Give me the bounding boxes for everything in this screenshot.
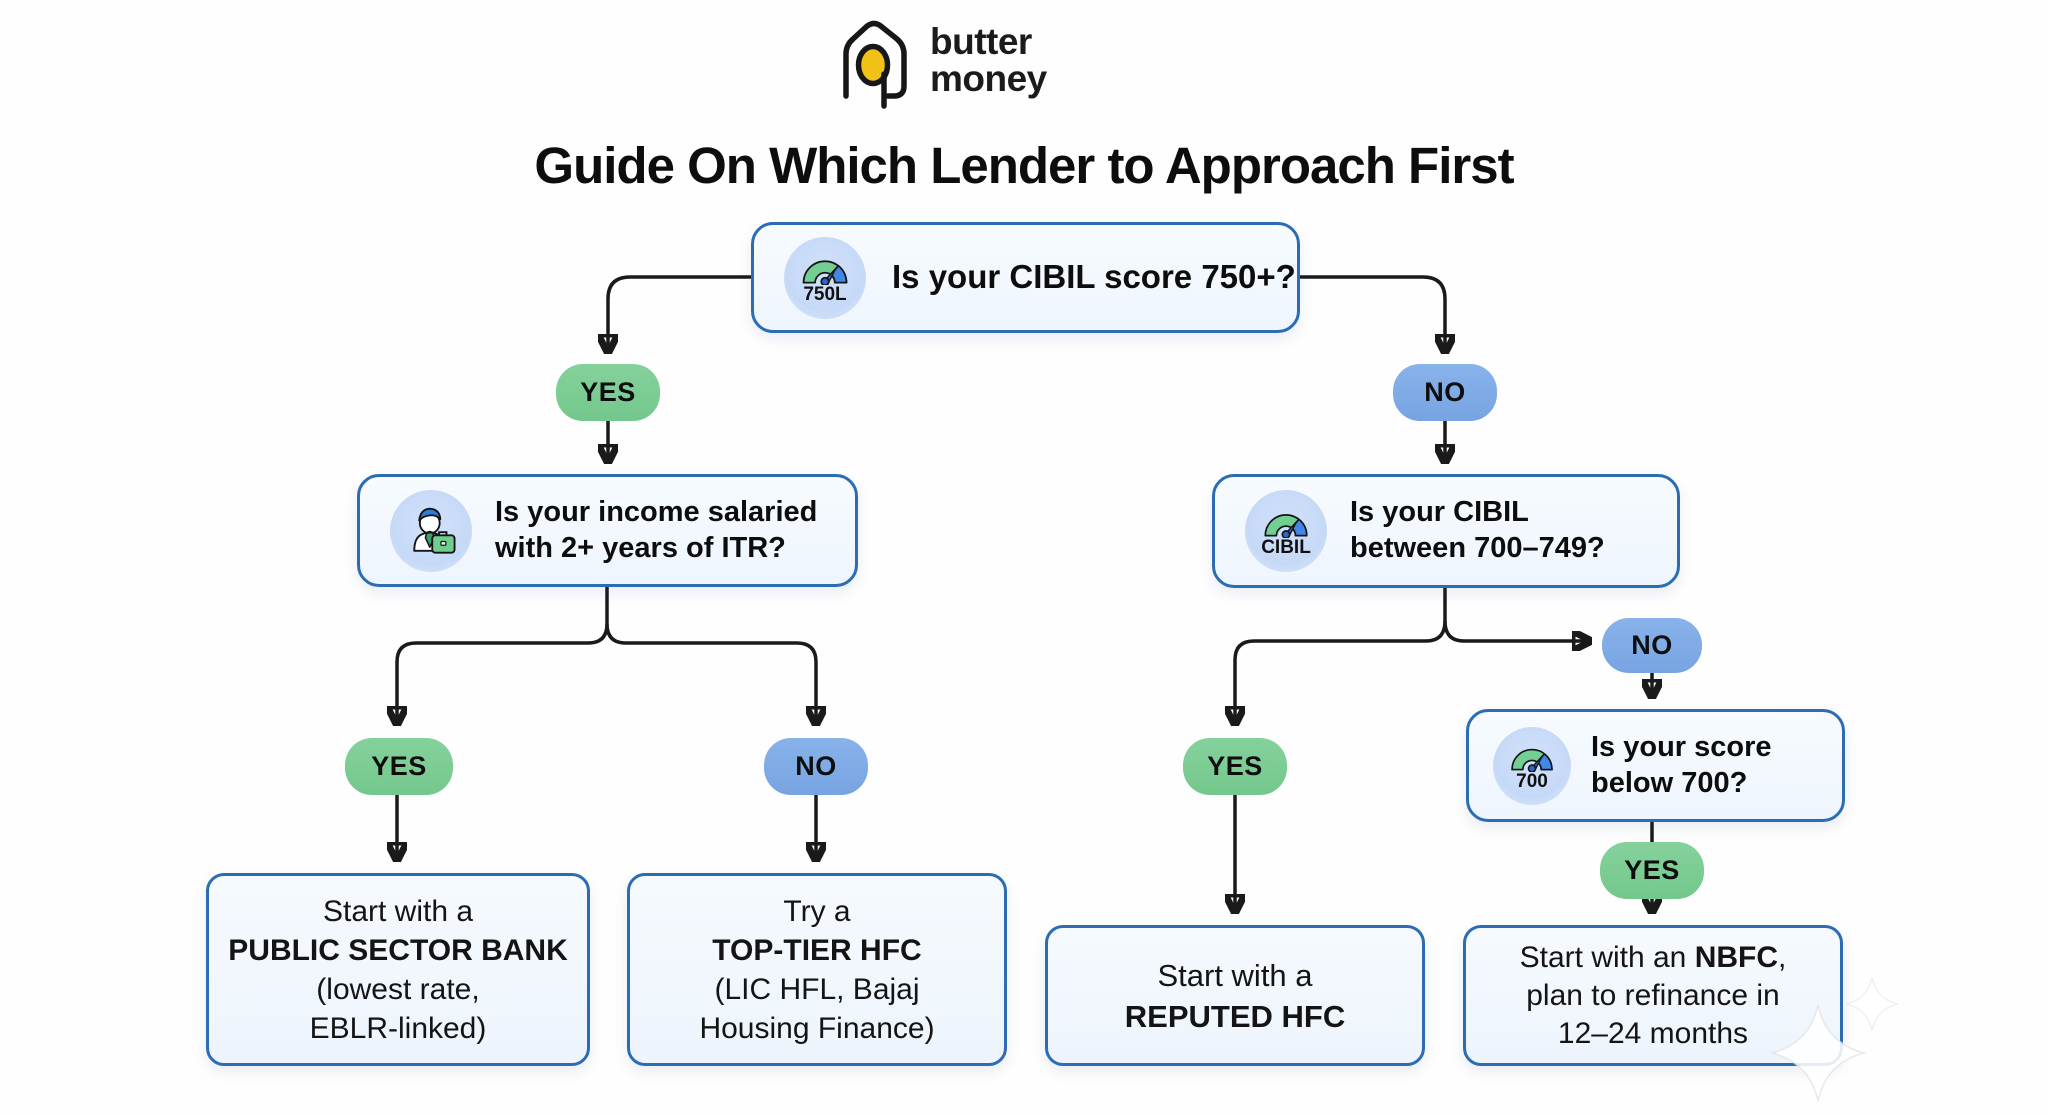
result-line: Start with an NBFC, [1520, 939, 1787, 977]
house-egg-logo-icon [843, 20, 907, 109]
result-line-emphasis: TOP-TIER HFC [712, 933, 922, 967]
pill-no-income: NO [764, 738, 868, 795]
brand-name-line2: money [930, 58, 1047, 99]
pill-no-root: NO [1393, 364, 1497, 421]
gauge-icon: CIBIL [1245, 490, 1327, 572]
connector-root-to-yes [608, 275, 751, 348]
result-text: , [1778, 940, 1787, 974]
pill-yes-below700: YES [1600, 842, 1704, 899]
connector-income-split-left [397, 587, 609, 720]
connector-cibil-split-right [1443, 620, 1586, 641]
result-line-emphasis: REPUTED HFC [1124, 998, 1346, 1034]
gauge-icon-label: 750L [803, 284, 847, 305]
question-text: Is your score below 700? [1591, 730, 1772, 802]
result-line: (lowest rate, [316, 972, 480, 1006]
connector-cibil-split-left [1235, 588, 1447, 720]
question-node-income-salaried: Is your income salaried with 2+ years of… [357, 474, 858, 587]
connector-income-split-right [605, 623, 816, 720]
brand-name: butter money [930, 14, 1047, 97]
result-line: Try a [783, 894, 851, 928]
gauge-glyph [1511, 748, 1553, 772]
question-node-cibil-750: 750L Is your CIBIL score 750+? [751, 222, 1300, 333]
pill-yes-cibil: YES [1183, 738, 1287, 795]
result-text-emphasis: NBFC [1694, 940, 1779, 974]
question-line2: with 2+ years of ITR? [495, 531, 786, 564]
result-text: Start with an [1519, 940, 1695, 974]
result-box-reputed-hfc: Start with a REPUTED HFC [1045, 925, 1425, 1066]
result-line: 12–24 months [1557, 1016, 1749, 1050]
question-text: Is your CIBIL between 700–749? [1350, 495, 1605, 567]
gauge-icon-label: 700 [1516, 771, 1548, 792]
result-line: (LIC HFL, Bajaj [714, 972, 920, 1006]
result-line: Housing Finance) [699, 1011, 935, 1045]
connector-root-to-no [1300, 275, 1445, 348]
result-line: Start with a [322, 894, 474, 928]
sparkle-watermark-icon [1769, 976, 1899, 1102]
pill-yes-income: YES [345, 738, 453, 795]
result-line: Start with a [1157, 957, 1313, 993]
question-line2: between 700–749? [1350, 532, 1605, 564]
question-text: Is your income salaried with 2+ years of… [495, 495, 817, 567]
gauge-icon: 750L [784, 236, 866, 319]
question-text: Is your CIBIL score 750+? [892, 258, 1296, 296]
pill-no-cibil: NO [1602, 618, 1702, 673]
gauge-glyph [1264, 514, 1308, 538]
result-box-public-sector-bank: Start with a PUBLIC SECTOR BANK (lowest … [206, 873, 590, 1066]
pill-yes-root: YES [556, 364, 660, 421]
question-node-score-below-700: 700 Is your score below 700? [1466, 709, 1845, 822]
result-box-top-tier-hfc: Try a TOP-TIER HFC (LIC HFL, Bajaj Housi… [627, 873, 1007, 1066]
result-line-emphasis: PUBLIC SECTOR BANK [228, 933, 568, 967]
gauge-icon: 700 [1493, 726, 1571, 805]
businessman-glyph [413, 507, 456, 554]
page-title: Guide On Which Lender to Approach First [534, 137, 1514, 194]
brand-logo: butter money [836, 14, 1047, 114]
result-box-nbfc: Start with an NBFC, plan to refinance in… [1463, 925, 1843, 1066]
gauge-glyph [802, 260, 848, 285]
question-line2: below 700? [1591, 766, 1748, 799]
question-line1: Is your income salaried [495, 495, 818, 528]
question-line1: Is your score [1591, 730, 1772, 763]
brand-name-line1: butter [930, 21, 1032, 62]
result-line: EBLR-linked) [309, 1011, 487, 1045]
result-line: plan to refinance in [1526, 978, 1780, 1012]
gauge-icon-label: CIBIL [1261, 537, 1311, 558]
question-line1: Is your CIBIL [1350, 496, 1529, 529]
question-node-cibil-700-749: CIBIL Is your CIBIL between 700–749? [1212, 474, 1680, 588]
businessman-icon [390, 489, 472, 572]
